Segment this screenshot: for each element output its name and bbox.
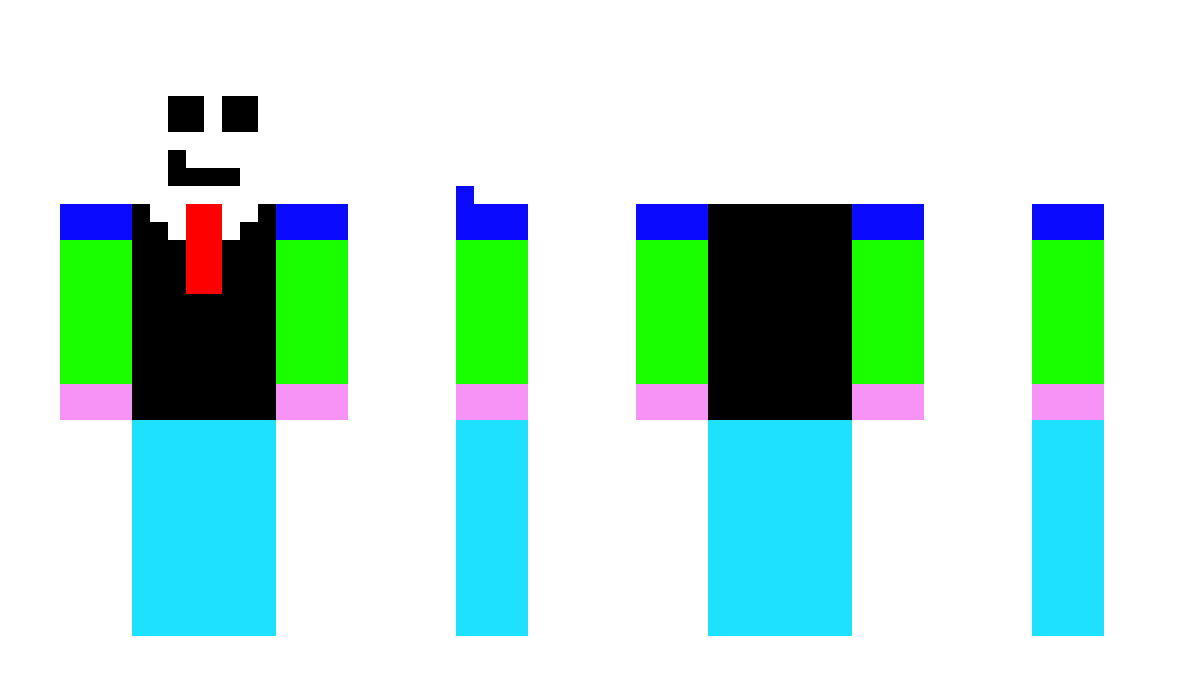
right-eye <box>222 96 258 132</box>
side-right-hand <box>1032 384 1104 420</box>
side-right-arm-sleeve <box>1032 240 1104 384</box>
shirt-collar-right <box>222 204 258 222</box>
side-right-leg <box>1032 420 1104 636</box>
shirt-collar-left <box>150 204 186 222</box>
front-right-arm-sleeve <box>276 240 348 384</box>
front-left-hand <box>60 384 132 420</box>
left-eye <box>168 96 204 132</box>
side-left-hand <box>456 384 528 420</box>
front-right-hand <box>276 384 348 420</box>
front-left-arm-cap <box>60 204 132 240</box>
back-left-arm-cap <box>636 204 708 240</box>
side-right-arm-cap <box>1032 204 1104 240</box>
back-right-hand <box>852 384 924 420</box>
shirt-collar-right-low <box>222 222 240 240</box>
necktie <box>186 204 222 294</box>
back-right-arm-cap <box>852 204 924 240</box>
front-right-arm-cap <box>276 204 348 240</box>
mouth <box>168 168 240 186</box>
shirt-collar-left-low <box>168 222 186 240</box>
side-left-leg <box>456 420 528 636</box>
front-legs <box>132 420 276 636</box>
back-legs <box>708 420 852 636</box>
side-left-hat-tip <box>456 186 474 204</box>
back-torso-suit <box>708 204 852 420</box>
back-right-arm-sleeve <box>852 240 924 384</box>
front-left-arm-sleeve <box>60 240 132 384</box>
back-left-hand <box>636 384 708 420</box>
side-left-arm-cap <box>456 204 528 240</box>
back-left-arm-sleeve <box>636 240 708 384</box>
side-left-arm-sleeve <box>456 240 528 384</box>
